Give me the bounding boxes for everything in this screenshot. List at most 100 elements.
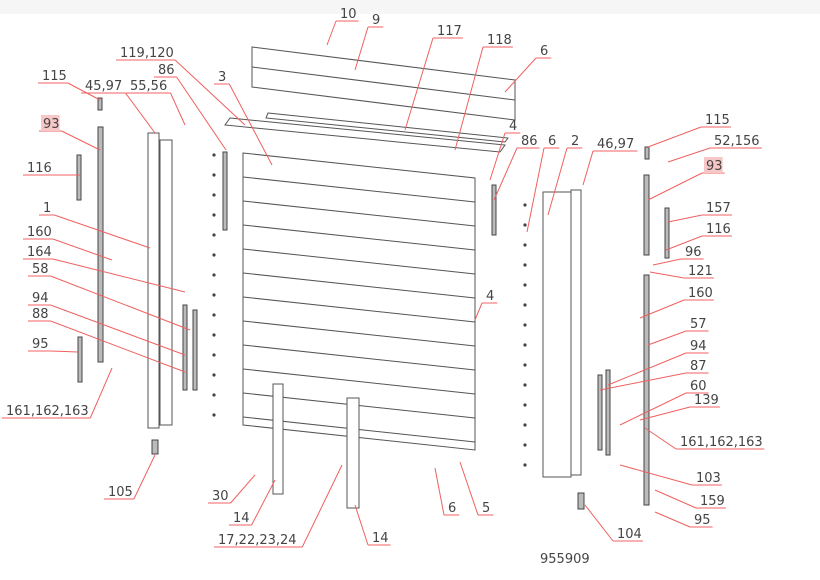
part-label[interactable]: 1 bbox=[43, 201, 51, 216]
leader-line bbox=[654, 489, 697, 509]
leader-line bbox=[230, 474, 256, 504]
fastener-dot bbox=[523, 303, 527, 307]
part-label[interactable]: 119,120 bbox=[120, 46, 174, 61]
part-label[interactable]: 57 bbox=[690, 317, 707, 332]
fastener-dot bbox=[523, 243, 527, 247]
leader-line bbox=[50, 320, 186, 373]
fastener-dot bbox=[212, 373, 216, 377]
leader-line bbox=[582, 150, 594, 186]
part-label[interactable]: 139 bbox=[694, 393, 719, 408]
part-label[interactable]: 116 bbox=[27, 161, 52, 176]
part-label[interactable]: 58 bbox=[32, 262, 49, 277]
part-label[interactable]: 14 bbox=[372, 531, 389, 546]
leader-line bbox=[667, 147, 711, 163]
leader-line bbox=[50, 350, 79, 353]
fastener-dot bbox=[212, 313, 216, 317]
right-bracket-157 bbox=[664, 207, 670, 259]
leader-line bbox=[50, 304, 186, 356]
part-label[interactable]: 6 bbox=[548, 134, 556, 149]
part-label[interactable]: 161,162,163 bbox=[680, 435, 763, 450]
leader-line bbox=[251, 479, 276, 526]
part-label[interactable]: 96 bbox=[685, 245, 702, 260]
part-label[interactable]: 93 bbox=[43, 117, 60, 132]
part-label[interactable]: 160 bbox=[688, 286, 713, 301]
part-label[interactable]: 95 bbox=[32, 337, 49, 352]
fastener-dot bbox=[212, 173, 216, 177]
leader-line bbox=[639, 406, 691, 421]
part-label[interactable]: 4 bbox=[509, 119, 517, 134]
part-104 bbox=[577, 492, 585, 510]
part-label[interactable]: 30 bbox=[212, 489, 229, 504]
part-label[interactable]: 115 bbox=[42, 69, 67, 84]
part-label[interactable]: 17,22,23,24 bbox=[218, 533, 297, 548]
part-label[interactable]: 116 bbox=[706, 222, 731, 237]
part-label[interactable]: 10 bbox=[340, 7, 357, 22]
part-label[interactable]: 4 bbox=[486, 289, 494, 304]
header-rail-2 bbox=[265, 112, 509, 143]
leader-line bbox=[639, 299, 685, 319]
slat-line bbox=[242, 344, 476, 371]
part-label[interactable]: 2 bbox=[571, 134, 579, 149]
part-label[interactable]: 93 bbox=[706, 159, 723, 174]
part-label[interactable]: 160 bbox=[27, 225, 52, 240]
part-label[interactable]: 14 bbox=[233, 511, 250, 526]
leader-line bbox=[647, 330, 687, 346]
part-label[interactable]: 95 bbox=[694, 513, 711, 528]
fastener-dot bbox=[212, 393, 216, 397]
leader-line bbox=[584, 504, 614, 542]
part-label[interactable]: 105 bbox=[108, 485, 133, 500]
leader-line bbox=[89, 367, 113, 419]
part-label[interactable]: 6 bbox=[448, 501, 456, 516]
part-label[interactable]: 117 bbox=[437, 24, 462, 39]
leader-line bbox=[67, 82, 101, 101]
part-label[interactable]: 9 bbox=[372, 13, 380, 28]
right-lower-track bbox=[643, 274, 650, 506]
part-label[interactable]: 104 bbox=[617, 527, 642, 542]
leader-line bbox=[547, 147, 568, 216]
part-label[interactable]: 94 bbox=[690, 339, 707, 354]
part-label[interactable]: 52,156 bbox=[714, 134, 760, 149]
leader-line bbox=[354, 504, 369, 546]
leader-line bbox=[607, 352, 687, 386]
fastener-dot bbox=[523, 463, 527, 467]
part-label[interactable]: 161,162,163 bbox=[6, 404, 89, 419]
part-label[interactable]: 6 bbox=[540, 44, 548, 59]
part-label[interactable]: 115 bbox=[705, 113, 730, 128]
leader-line bbox=[404, 37, 434, 131]
part-label[interactable]: 88 bbox=[32, 307, 49, 322]
right-bracket-94 bbox=[605, 369, 611, 456]
left-bracket-95 bbox=[77, 336, 83, 383]
part-label[interactable]: 45,97 bbox=[85, 79, 122, 94]
leader-line bbox=[652, 258, 682, 266]
part-label[interactable]: 164 bbox=[27, 245, 52, 260]
fastener-dot bbox=[523, 443, 527, 447]
slat-line bbox=[242, 200, 476, 227]
part-label[interactable]: 121 bbox=[688, 264, 713, 279]
part-label[interactable]: 46,97 bbox=[597, 137, 634, 152]
part-label[interactable]: 157 bbox=[706, 201, 731, 216]
fastener-dot bbox=[523, 403, 527, 407]
part-label[interactable]: 86 bbox=[158, 63, 175, 78]
part-label[interactable]: 103 bbox=[696, 471, 721, 486]
right-track-93 bbox=[643, 174, 650, 256]
part-label[interactable]: 87 bbox=[690, 359, 707, 374]
part-label[interactable]: 55,56 bbox=[130, 79, 167, 94]
part-105 bbox=[151, 439, 159, 455]
part-label[interactable]: 3 bbox=[218, 70, 226, 85]
fastener-dot bbox=[523, 223, 527, 227]
right-side-frame-inner bbox=[570, 189, 582, 476]
part-label[interactable]: 5 bbox=[482, 501, 490, 516]
leader-line bbox=[654, 511, 691, 528]
part-label[interactable]: 118 bbox=[487, 33, 512, 48]
fastener-dot bbox=[212, 413, 216, 417]
slat-line bbox=[242, 224, 476, 251]
part-label[interactable]: 86 bbox=[521, 134, 538, 149]
part-label[interactable]: 159 bbox=[700, 494, 725, 509]
fastener-dot bbox=[212, 293, 216, 297]
part-label[interactable]: 94 bbox=[32, 291, 49, 306]
part-label[interactable]: 60 bbox=[690, 379, 707, 394]
fastener-dots bbox=[212, 153, 527, 467]
left-bracket-88 bbox=[182, 304, 188, 391]
leader-line bbox=[176, 76, 227, 151]
